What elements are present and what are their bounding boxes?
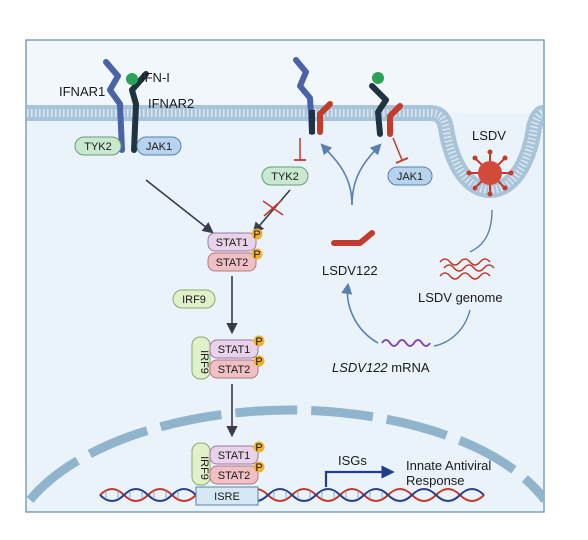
- blocked-cross-icon: [262, 199, 284, 217]
- lsdv122-mrna-label: LSDV122 mRNA: [332, 360, 430, 375]
- svg-text:P: P: [255, 356, 262, 368]
- isgf3-complex-cytoplasm: IRF9 STAT1 STAT2 P P: [191, 335, 265, 380]
- ifnar-receptor-complex: [103, 59, 149, 153]
- virus-to-genome-link: [469, 209, 493, 253]
- ifn-ligand-2: [372, 72, 384, 84]
- lsdv-bound-receptor-1: [293, 57, 333, 135]
- nuclear-envelope: [26, 405, 544, 503]
- svg-text:P: P: [253, 229, 260, 241]
- svg-text:P: P: [255, 462, 262, 474]
- ifnar2-receptor: [129, 71, 149, 153]
- lsdv122-label: LSDV122: [322, 263, 378, 278]
- ifn1-label: IFN-I: [141, 70, 170, 85]
- extracellular-region: [27, 41, 543, 113]
- stat-dimer-cytoplasm: STAT1 STAT2 P P: [207, 228, 263, 272]
- lsdv122-protein: [331, 230, 375, 246]
- svg-text:JAK1: JAK1: [146, 141, 172, 153]
- inhibit-jak1: [392, 137, 409, 164]
- lsdv-genome-label: LSDV genome: [418, 290, 503, 305]
- svg-text:JAK1: JAK1: [397, 171, 423, 183]
- response-label-line2: Response: [406, 473, 465, 488]
- lsdv-label: LSDV: [472, 128, 506, 143]
- svg-text:P: P: [253, 249, 260, 261]
- svg-text:IRF9: IRF9: [198, 350, 210, 374]
- svg-text:P: P: [255, 336, 262, 348]
- svg-text:STAT1: STAT1: [218, 450, 251, 462]
- lsdv122-mrna-graphic: [381, 339, 431, 347]
- isgs-label: ISGs: [338, 453, 367, 468]
- tyk2-chip-left: TYK2: [74, 136, 122, 156]
- genome-to-mrna-link: [433, 309, 471, 347]
- jak1-chip-left: JAK1: [136, 136, 182, 156]
- irf9-chip: IRF9: [172, 289, 216, 309]
- svg-text:STAT1: STAT1: [218, 344, 251, 356]
- response-label-line1: Innate Antiviral: [406, 458, 491, 473]
- svg-text:STAT1: STAT1: [216, 237, 249, 249]
- lsdv-bound-receptor-2: [369, 72, 403, 137]
- ifnar2-label: IFNAR2: [148, 96, 194, 111]
- svg-text:STAT2: STAT2: [218, 364, 251, 376]
- jak1-chip-right: JAK1: [387, 166, 433, 186]
- ifnar1-receptor: [103, 59, 125, 153]
- lsdv-genome-graphic: [439, 258, 495, 280]
- svg-text:P: P: [255, 442, 262, 454]
- isre-box: ISRE: [195, 486, 259, 506]
- svg-text:IRF9: IRF9: [182, 294, 206, 306]
- ifnar1-label: IFNAR1: [59, 84, 105, 99]
- inhibit-tyk2: [294, 138, 306, 161]
- left-receptor-to-stat-arrow: [145, 179, 214, 234]
- ifn-ligand: [126, 73, 138, 85]
- svg-text:TYK2: TYK2: [84, 141, 112, 153]
- svg-text:STAT2: STAT2: [216, 257, 249, 269]
- svg-text:ISRE: ISRE: [214, 491, 240, 503]
- lsdv122-to-receptors-arrows: [320, 143, 382, 206]
- svg-text:STAT2: STAT2: [218, 470, 251, 482]
- dna-helix: [99, 488, 485, 502]
- isgf3-complex-nucleus: IRF9 STAT1 STAT2 P P: [191, 441, 265, 486]
- tyk2-chip-middle: TYK2: [261, 166, 309, 186]
- mrna-to-lsdv122-arrow: [341, 282, 379, 344]
- isg-transcription-arrow: [324, 465, 395, 487]
- lsdv-virus: [466, 149, 514, 197]
- svg-text:TYK2: TYK2: [271, 171, 299, 183]
- svg-text:IRF9: IRF9: [198, 456, 210, 480]
- tyk2-to-stat-arrow: [252, 189, 291, 234]
